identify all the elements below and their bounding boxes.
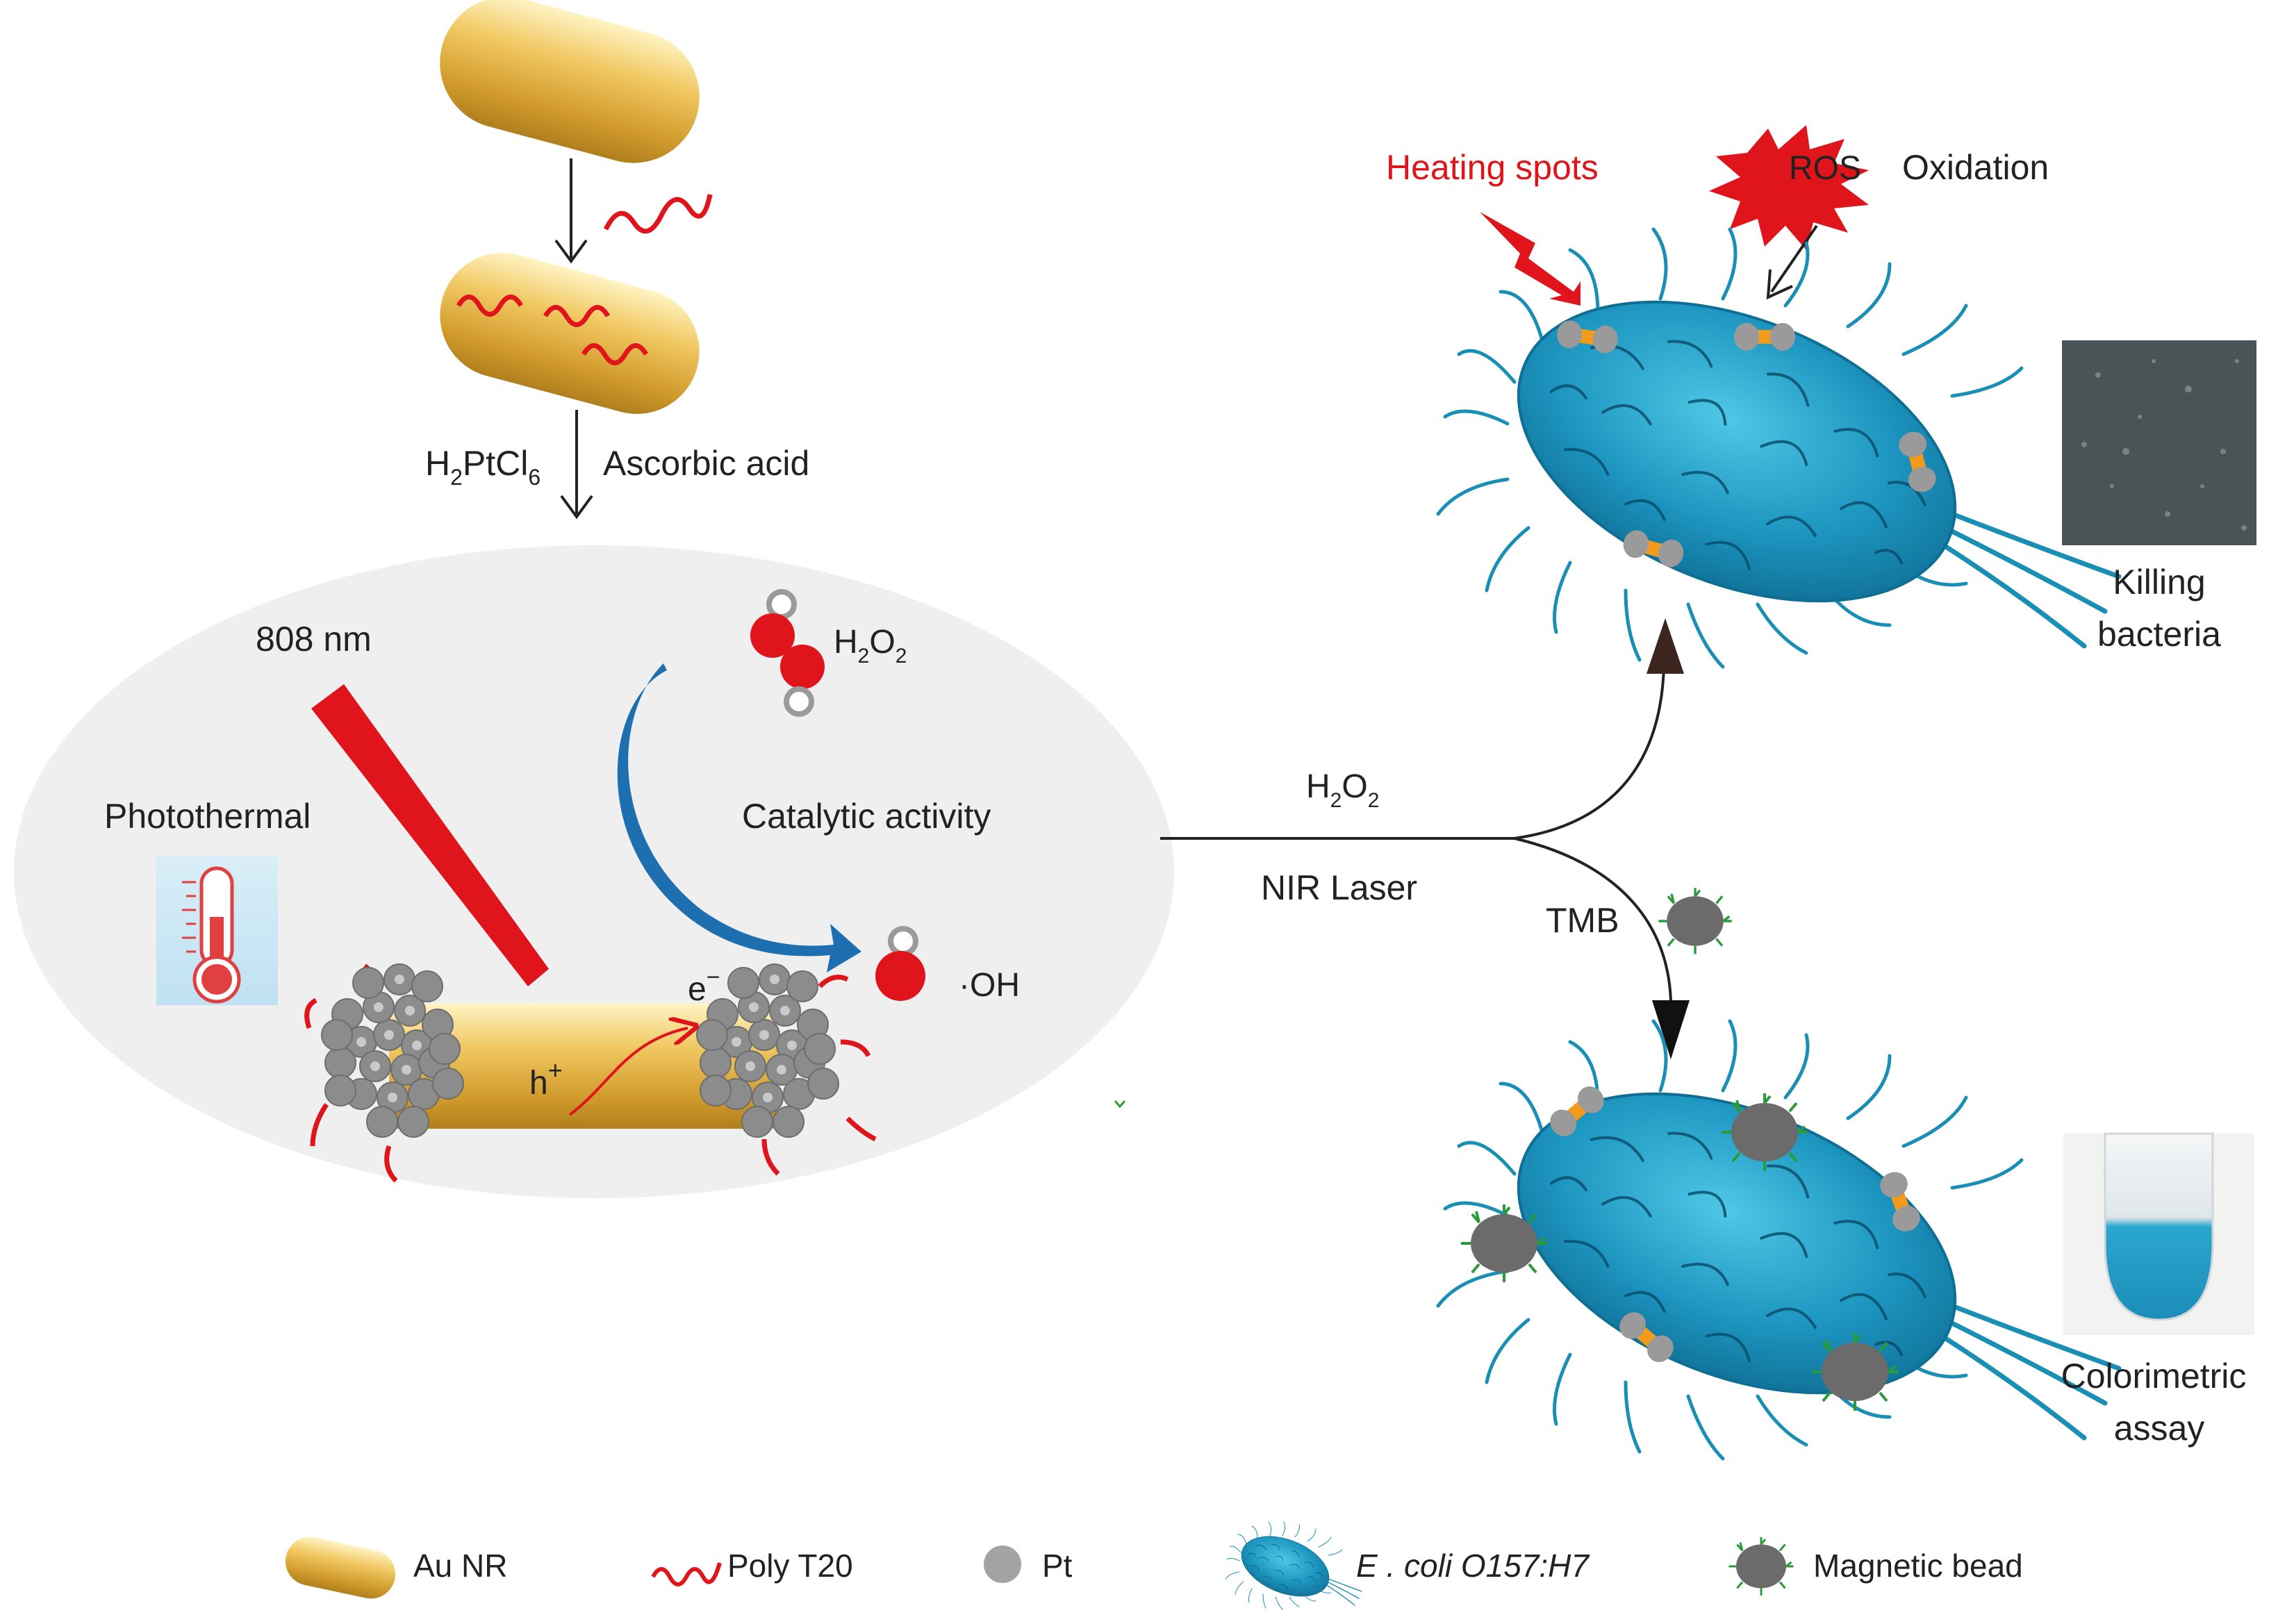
- lightning-icon: [1480, 212, 1580, 306]
- killing-bacteria-label-2: bacteria: [2097, 615, 2221, 654]
- photothermal-label: Photothermal: [104, 797, 311, 836]
- branch-down-arrowhead: [1652, 1000, 1690, 1059]
- h2o2-molecule-icon: [750, 589, 825, 717]
- gold-nanorod-polyt20: [440, 253, 700, 414]
- branch-down-arrow: [1514, 837, 1672, 1001]
- legend-aunr-label: Au NR: [413, 1548, 507, 1584]
- laser-wavelength-label: 808 nm: [256, 620, 372, 658]
- ascorbic-acid-label: Ascorbic acid: [603, 444, 809, 483]
- tmb-magnetic-bead-icon: [1657, 886, 1733, 956]
- legend-polyt20-icon: [651, 1562, 722, 1586]
- ros-arrow: [1770, 224, 1818, 293]
- small-green-mark: [1114, 1100, 1126, 1109]
- legend-pt-label: Pt: [1042, 1548, 1073, 1584]
- oxidation-label: Oxidation: [1902, 148, 2049, 187]
- ros-burst-icon: [1709, 125, 1869, 250]
- branch-up-arrow: [1514, 666, 1665, 840]
- colorimetric-assay-label-2: assay: [2114, 1409, 2205, 1448]
- branch-up-arrowhead: [1646, 618, 1684, 674]
- laser-beam: [311, 684, 549, 986]
- bacterium-detection: [1438, 1021, 2119, 1459]
- colorimetric-assay-label-1: Colorimetric: [2061, 1357, 2247, 1395]
- ros-arrowhead: [1766, 269, 1793, 300]
- synthesis-arrow-1: [554, 158, 588, 264]
- killed-bacteria-photo: [2062, 340, 2256, 545]
- electron-transfer-arrow: [568, 1028, 688, 1116]
- killing-bacteria-label-1: Killing: [2113, 563, 2205, 602]
- legend-bead-label: Magnetic bead: [1813, 1548, 2023, 1584]
- polyt20-strand: [603, 194, 713, 234]
- legend-polyt20-label: Poly T20: [727, 1548, 853, 1584]
- legend: Au NR Poly T20 Pt E . coli O157:H7 Magne…: [285, 1521, 2023, 1610]
- h2o2-label-reaction: H2O2: [1306, 768, 1379, 812]
- hydroxyl-radical-label: ·OH: [959, 967, 1020, 1004]
- synthesis-arrow-2: [560, 410, 593, 520]
- ros-label: ROS: [1789, 150, 1861, 187]
- nir-laser-label: NIR Laser: [1261, 868, 1417, 907]
- colorimetric-tube-photo: [2063, 1132, 2254, 1335]
- legend-ecoli-label: E . coli O157:H7: [1356, 1548, 1590, 1584]
- legend-pt-icon: [984, 1546, 1021, 1583]
- legend-ecoli-icon: [1225, 1521, 1362, 1610]
- h2o2-label-ellipse: H2O2: [834, 624, 907, 668]
- thermometer-icon: [156, 856, 278, 1005]
- legend-aunr-icon: [285, 1536, 396, 1599]
- mechanism-ellipse: [14, 545, 1174, 1198]
- tmb-label: TMB: [1546, 901, 1619, 940]
- catalytic-activity-label: Catalytic activity: [742, 797, 991, 836]
- legend-bead-icon: [1728, 1536, 1794, 1597]
- bacterium-killing: [1438, 229, 2119, 667]
- electron-label: e−: [688, 964, 720, 1008]
- heating-spots-label: Heating spots: [1386, 148, 1599, 187]
- gold-nanorod-bare: [440, 0, 700, 163]
- catalysis-arrow: [617, 663, 861, 972]
- hole-label: h+: [529, 1056, 563, 1102]
- hydroxyl-radical-icon: [875, 926, 925, 1001]
- h2ptcl6-label: H2PtCl6: [425, 444, 540, 490]
